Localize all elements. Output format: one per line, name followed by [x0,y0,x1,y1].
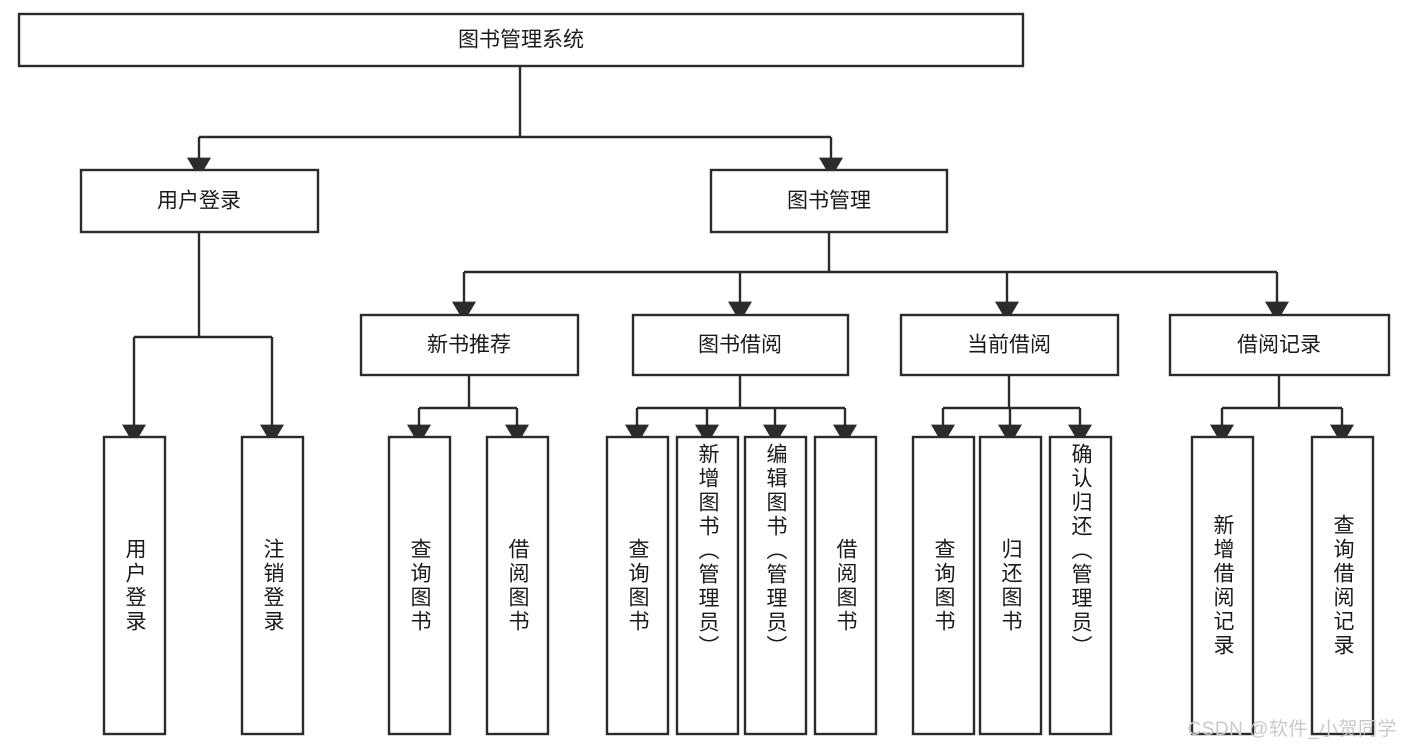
leaf-box-user-login[interactable] [102,435,167,736]
leaf-box-br-add[interactable] [1190,435,1255,736]
node-current-borrow[interactable]: 当前借阅 [899,313,1120,377]
leaf-box-bb-query[interactable] [605,435,670,736]
node-book-borrow-label: 图书借阅 [698,334,782,357]
connector-borrowrecord-to-leaves [1210,375,1354,445]
node-new-book-recommend[interactable]: 新书推荐 [359,313,580,377]
leaf-box-cb-return[interactable] [978,435,1043,736]
node-root-title-label: 图书管理系统 [458,29,584,52]
connector-userlogin-to-leaves [122,232,284,445]
leaf-box-nb-borrow[interactable] [485,435,550,736]
leaf-box-nb-query[interactable] [387,435,452,736]
watermark-text: CSDN @软件_小贺同学 [1187,719,1397,740]
connector-bookmanage-to-level3 [452,232,1289,322]
node-borrow-record[interactable]: 借阅记录 [1168,313,1391,377]
node-book-borrow[interactable]: 图书借阅 [631,313,850,377]
leaf-box-bb-add[interactable] [675,435,740,736]
leaf-box-br-query[interactable] [1310,435,1375,736]
connector-bookborrow-to-leaves [625,375,857,445]
leaf-box-cb-query[interactable] [911,435,976,736]
connector-root-to-level2 [187,66,843,178]
node-borrow-record-label: 借阅记录 [1237,334,1321,357]
leaf-box-bb-edit[interactable] [743,435,808,736]
node-user-login-label: 用户登录 [157,190,241,213]
node-root-title[interactable]: 图书管理系统 [17,12,1025,68]
node-current-borrow-label: 当前借阅 [967,334,1051,357]
connector-newbook-to-leaves [407,375,529,445]
node-book-management-label: 图书管理 [787,190,871,213]
connector-currentborrow-to-leaves [931,375,1092,445]
leaf-box-bb-borrow[interactable] [813,435,878,736]
node-new-book-recommend-label: 新书推荐 [427,334,511,357]
leaf-box-logout[interactable] [240,435,305,736]
leaf-box-cb-confirm[interactable] [1048,435,1113,736]
node-book-management[interactable]: 图书管理 [709,168,949,234]
node-user-login[interactable]: 用户登录 [79,168,320,234]
